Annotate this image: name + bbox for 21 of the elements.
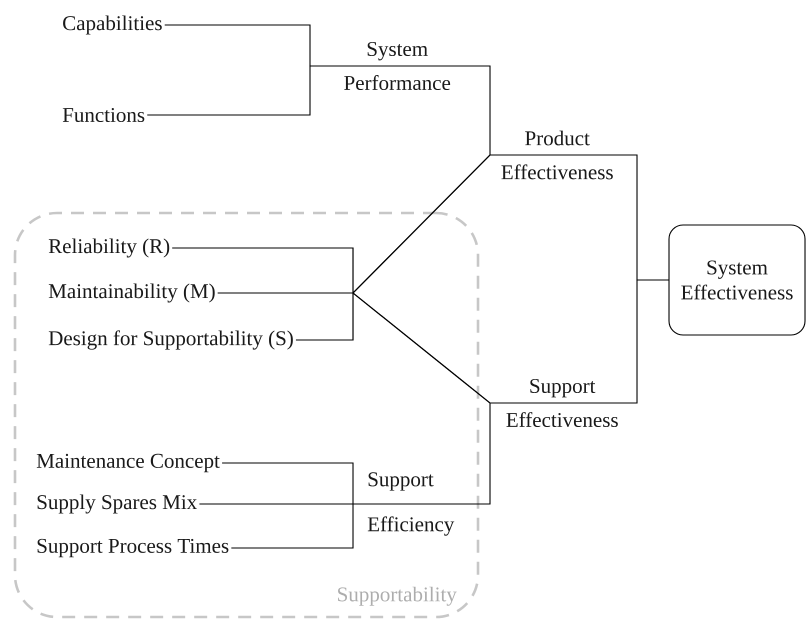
connector-line <box>330 65 491 155</box>
term-label: Functions <box>62 108 144 122</box>
term-label: Product Effectiveness <box>501 130 613 180</box>
term-label: Design for Supportability (S) <box>48 330 293 350</box>
connector-line <box>296 292 490 404</box>
connector-line <box>490 279 668 404</box>
connector-line <box>222 462 354 504</box>
term-label: Support Process Times <box>38 538 228 558</box>
term-label: System Performance <box>344 42 450 90</box>
connector-line <box>199 503 353 505</box>
connector-line <box>353 403 491 505</box>
term-label: Maintainability (M) <box>48 283 215 303</box>
term-label: Maintenance Concept <box>36 454 220 472</box>
term-label: Supply Spares Mix <box>38 494 197 514</box>
connector-line <box>231 504 354 549</box>
rounded-box: System Effectiveness <box>668 224 806 336</box>
term-label: Support Effectiveness <box>506 378 618 428</box>
connector-line <box>147 65 330 116</box>
term-label: Reliability (R) <box>48 238 170 258</box>
term-label: Capabilities <box>63 15 162 35</box>
term-label: Support Efficiency <box>368 472 454 536</box>
